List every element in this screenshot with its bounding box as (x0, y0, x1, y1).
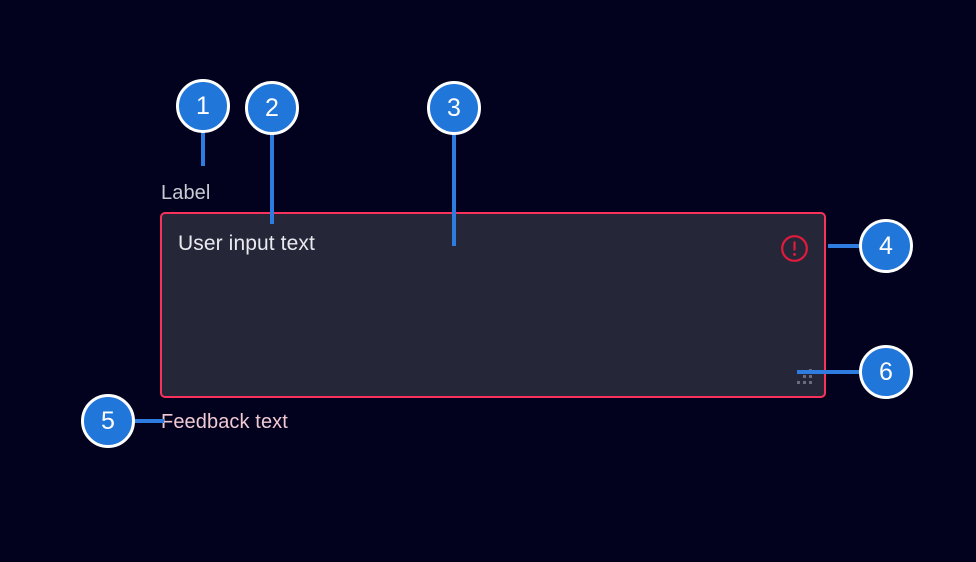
field-feedback-text: Feedback text (161, 411, 288, 433)
leader-line-6 (797, 370, 862, 374)
callout-marker-3: 3 (427, 81, 481, 135)
leader-line-5 (134, 419, 164, 423)
callout-marker-6: 6 (859, 345, 913, 399)
callout-marker-2: 2 (245, 81, 299, 135)
leader-line-2 (270, 132, 274, 224)
leader-line-4 (828, 244, 862, 248)
callout-marker-4: 4 (859, 219, 913, 273)
error-exclamation-circle-icon (780, 234, 809, 263)
leader-line-1 (201, 130, 205, 166)
callout-marker-5: 5 (81, 394, 135, 448)
textarea-value-text: User input text (178, 232, 315, 255)
callout-marker-1: 1 (176, 79, 230, 133)
form-field-label: Label (161, 182, 211, 204)
leader-line-3 (452, 132, 456, 246)
textarea-input[interactable]: User input text (160, 212, 826, 398)
